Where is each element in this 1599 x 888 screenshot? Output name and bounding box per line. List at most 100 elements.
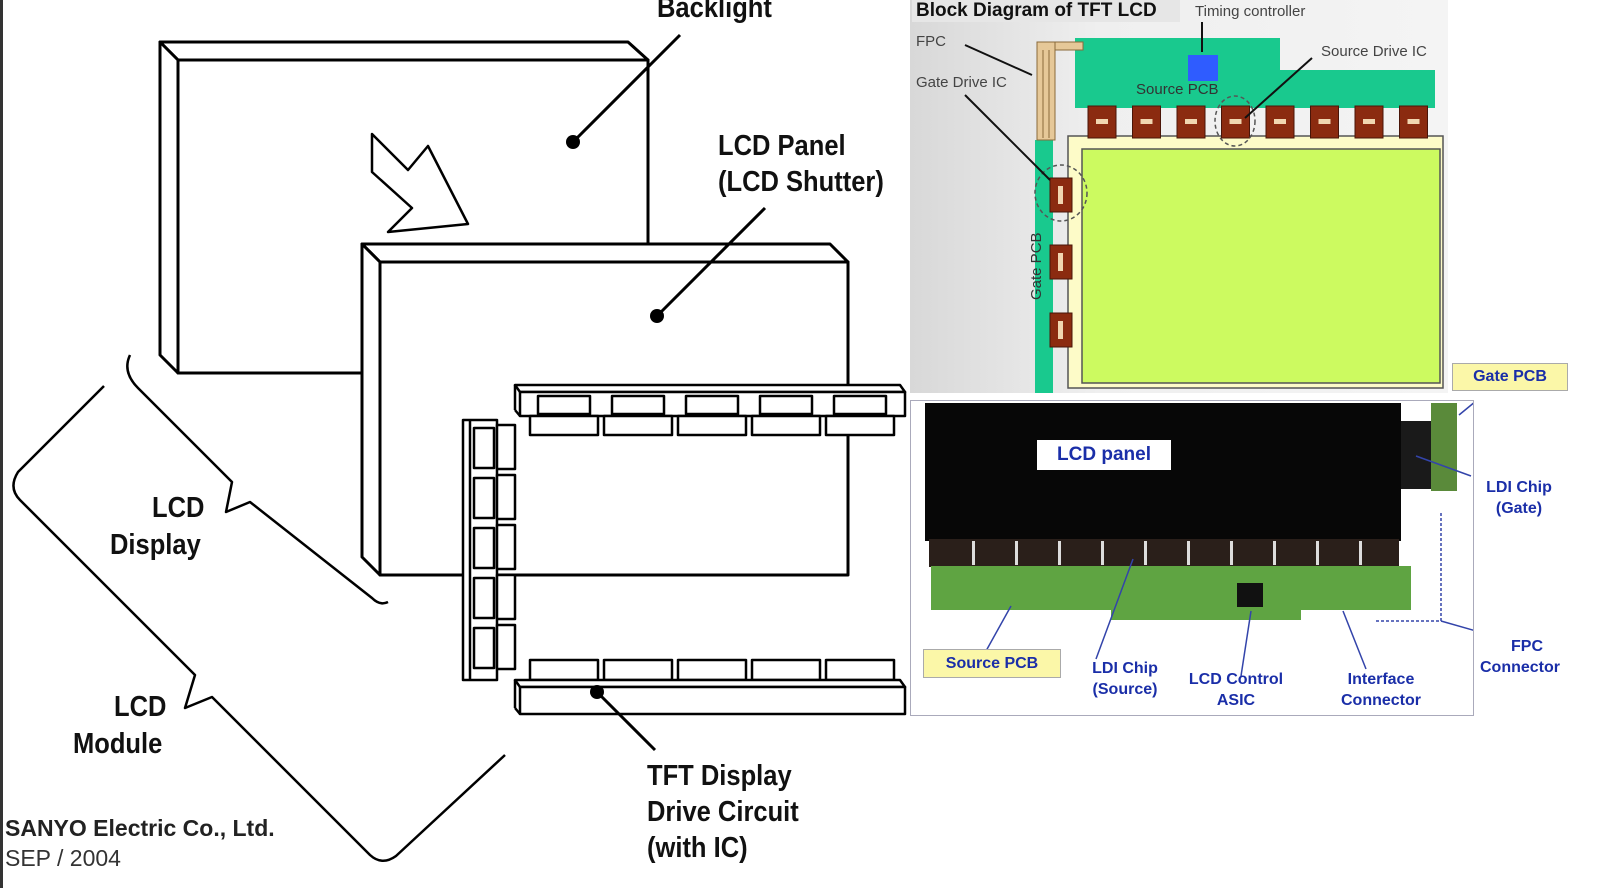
gate-driver-strip-left <box>461 418 517 682</box>
tab-connector <box>495 423 517 471</box>
driver-ic <box>472 626 496 670</box>
highlight-circle <box>1034 164 1088 222</box>
ic-die <box>1058 186 1063 204</box>
tft-drive-label-1: TFT Display <box>647 760 792 792</box>
block-leader-lines <box>964 22 1313 181</box>
ic-die <box>1140 119 1153 124</box>
ic-die <box>1363 119 1375 124</box>
company-label: SANYO Electric Co., Ltd. <box>5 815 275 841</box>
lcd-panel-label: LCD Panel <box>718 130 846 162</box>
tab-separator <box>1101 541 1104 565</box>
gate-drive-ic-label: Gate Drive IC <box>916 74 1007 91</box>
lcd-display-label-2: Display <box>110 529 201 561</box>
tab-separator <box>1230 541 1233 565</box>
driver-ic <box>472 476 496 520</box>
block-diagram-shapes <box>964 22 1444 393</box>
driver-ic <box>472 576 496 620</box>
timing-controller-chip <box>1188 55 1218 81</box>
lcd-display-brace <box>126 354 389 605</box>
fpc <box>1036 41 1084 141</box>
block-diagram: Block Diagram of TFT LCD FPC Gate Drive … <box>910 0 1448 393</box>
pcb-tab <box>1111 606 1301 620</box>
gate-pcb <box>1035 140 1053 393</box>
source-pcb <box>1075 38 1435 108</box>
source-pcb-label: Source PCB <box>1136 81 1219 98</box>
lcd-module-label-2: Module <box>73 728 163 760</box>
leader-lines <box>571 33 767 752</box>
lcd-panel-black <box>925 403 1401 541</box>
timing-controller-label: Timing controller <box>1195 3 1306 20</box>
ic-die <box>1058 321 1063 339</box>
tab-connector <box>495 523 517 571</box>
driver-ic <box>472 526 496 570</box>
ic-die <box>1096 119 1108 124</box>
tab-connector <box>528 414 600 437</box>
source-tab-strip <box>929 539 1399 567</box>
lcd-display-label-1: LCD <box>152 492 205 524</box>
fpc-connector-label-2: Connector <box>1480 659 1560 676</box>
lcd-control-label-1: LCD Control <box>1188 671 1284 688</box>
ic-die <box>1407 119 1420 124</box>
tab-separator <box>1316 541 1319 565</box>
driver-ic <box>758 394 814 416</box>
highlight-circle <box>1214 95 1256 147</box>
ldi-gate-label-1: LDI Chip <box>1486 479 1552 496</box>
tab-connector <box>602 414 674 437</box>
source-driver-strip-top <box>513 383 907 437</box>
ldi-gate-label-2: (Gate) <box>1495 500 1543 517</box>
source-pcb-label: Source PCB <box>923 649 1061 678</box>
gate-pcb-board <box>1431 403 1457 491</box>
lcd-control-label-2: ASIC <box>1216 692 1256 709</box>
lcd-control-asic-chip <box>1237 583 1263 607</box>
driver-ic <box>472 426 496 470</box>
tab-separator <box>1359 541 1362 565</box>
gate-ldi-chip <box>1401 421 1431 489</box>
interface-label-2: Connector <box>1341 692 1421 709</box>
tab-connector <box>602 658 674 682</box>
tab-connector <box>750 658 822 682</box>
lcd-module-photo: LCD panel Source PCB LDI Chip (Source) L… <box>910 400 1474 716</box>
tab-separator <box>1187 541 1190 565</box>
tab-connector <box>528 658 600 682</box>
photo-leader-lines <box>985 402 1473 677</box>
interface-label-1: Interface <box>1347 671 1415 688</box>
tab-connector <box>824 658 896 682</box>
lcd-module-brace <box>12 385 506 862</box>
ic-die <box>1318 119 1331 124</box>
leader-dots <box>566 135 664 699</box>
lcd-shutter-label: (LCD Shutter) <box>718 166 884 198</box>
driver-ic <box>536 394 592 416</box>
backlight-label: Backlight <box>657 0 772 24</box>
lcd-panel-label: LCD panel <box>1037 440 1171 470</box>
ldi-source-label-1: LDI Chip <box>1092 660 1158 677</box>
tft-drive-label-3: (with IC) <box>647 832 748 864</box>
source-drive-ic-label: Source Drive IC <box>1321 43 1427 60</box>
driver-ic <box>610 394 666 416</box>
ic-die <box>1229 119 1242 124</box>
driver-ic <box>832 394 888 416</box>
ic-die <box>1185 119 1197 124</box>
ic-die <box>1274 119 1286 124</box>
tab-separator <box>1058 541 1061 565</box>
arrow-icon <box>370 132 470 234</box>
tab-separator <box>972 541 975 565</box>
date-label: SEP / 2004 <box>5 845 121 871</box>
tab-connector <box>750 414 822 437</box>
tab-connector <box>676 658 748 682</box>
tft-drive-label-2: Drive Circuit <box>647 796 799 828</box>
fpc-label: FPC <box>916 33 946 50</box>
tab-separator <box>1015 541 1018 565</box>
source-pcb-board <box>931 566 1411 610</box>
block-diagram-title: Block Diagram of TFT LCD <box>912 0 1180 22</box>
fpc-connector-label-1: FPC <box>1511 638 1543 655</box>
lcd-module-exploded-drawing <box>12 33 907 862</box>
tab-connector <box>495 573 517 621</box>
tab-connector <box>495 623 517 671</box>
tab-separator <box>1273 541 1276 565</box>
source-driver-strip-bottom <box>513 658 907 716</box>
gate-pcb-photo-label: Gate PCB <box>1452 363 1568 391</box>
ic-die <box>1058 253 1063 271</box>
tab-connector <box>676 414 748 437</box>
source-drive-ic <box>1221 105 1250 139</box>
lcd-module-label-1: LCD <box>114 691 167 723</box>
